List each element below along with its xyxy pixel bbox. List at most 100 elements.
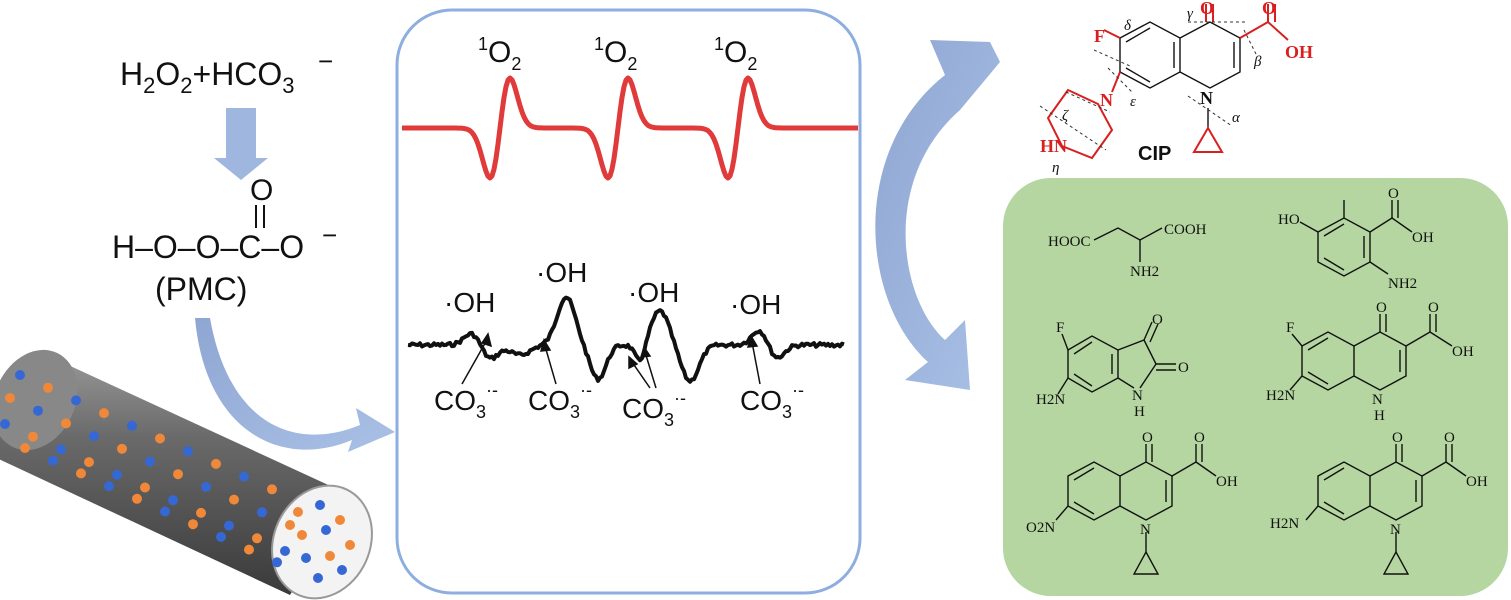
tube-dot: [71, 395, 81, 406]
tube-dot: [244, 544, 254, 555]
tube-end-dot: [337, 565, 347, 575]
svg-text:O: O: [1152, 312, 1163, 328]
piperazine-ring: [1046, 88, 1114, 160]
svg-text:O: O: [1194, 430, 1205, 446]
tube-dot: [196, 507, 206, 518]
tube-dot: [229, 494, 239, 505]
tube-dot: [168, 495, 178, 506]
svg-text:OH: OH: [1466, 474, 1488, 490]
svg-text:H2N: H2N: [1036, 392, 1065, 408]
tube-end-dot: [315, 500, 325, 510]
epr-panel-border: [395, 8, 862, 595]
hydroxyl-label-3: ·OH: [628, 277, 679, 308]
svg-text:O: O: [1376, 300, 1387, 316]
singlet-oxygen-label-3: 1O2: [714, 34, 757, 74]
tube-dot: [188, 519, 198, 530]
down-arrow: [214, 108, 268, 180]
tube-dot: [280, 546, 290, 556]
reaction-scheme: H2O2+HCO3 − O H–O–O–C–O − (PMC): [112, 46, 395, 452]
tube-dot: [132, 493, 142, 504]
singlet-oxygen-spectrum: [401, 75, 859, 181]
svg-text:NH2: NH2: [1388, 276, 1417, 292]
svg-text:H: H: [1374, 408, 1385, 424]
hydroxyl-label-4: ·OH: [730, 289, 781, 320]
svg-text:O: O: [1444, 430, 1455, 446]
cip-name: CIP: [1138, 143, 1171, 165]
product-hydroxyanthranilic-acid: HO O OH NH2: [1278, 186, 1434, 292]
product-fluoro-amino-quinolone: F O O OH H2N N H: [1266, 300, 1474, 424]
tube-dot: [267, 484, 277, 495]
tube-dot: [201, 481, 211, 492]
tube-dot: [76, 468, 86, 479]
hydroxyl-label-1: ·OH: [444, 287, 495, 318]
reactants-charge: −: [318, 46, 333, 76]
svg-text:γ: γ: [1187, 6, 1194, 22]
tube-dot: [140, 482, 150, 493]
hydroxyl-carbonate-spectrum: [407, 295, 845, 384]
svg-text:H: H: [1134, 404, 1145, 420]
tube-dot: [56, 444, 66, 455]
tube-dot: [84, 457, 94, 468]
tube-dot: [211, 458, 221, 469]
tube-dot: [160, 506, 170, 517]
tube-dot: [99, 408, 109, 419]
tube-end-dot: [345, 540, 355, 550]
svg-text:H2N: H2N: [1270, 516, 1299, 532]
svg-text:OH: OH: [1216, 474, 1238, 490]
cip-acid-o: O: [1262, 0, 1276, 18]
svg-text:F: F: [1056, 320, 1064, 336]
tube-end-dot: [325, 551, 335, 561]
tube-dot: [89, 431, 99, 442]
pmc-charge: −: [322, 220, 337, 250]
svg-text:OH: OH: [1452, 344, 1474, 360]
svg-text:ζ: ζ: [1062, 108, 1069, 124]
cip-fluorine: F: [1094, 26, 1105, 46]
svg-text:O: O: [1178, 360, 1189, 376]
cyclopropyl: [1192, 126, 1224, 153]
svg-text:N: N: [1390, 522, 1401, 538]
product-amino-fluoro-isatin: F O O H2N N H: [1036, 312, 1189, 420]
tube-dot: [48, 455, 58, 466]
cip-ketone-o: O: [1200, 0, 1214, 18]
tube-dot: [127, 420, 137, 431]
svg-text:N: N: [1140, 522, 1151, 538]
pmc-name: (PMC): [155, 271, 247, 307]
svg-text:α: α: [1232, 110, 1241, 126]
curved-arrow-to-products: [875, 40, 1000, 390]
product-nitro-quinolone: O O OH O2N N: [1026, 430, 1238, 575]
tube-dot: [112, 469, 122, 480]
tube-dot: [61, 418, 71, 429]
tube-dots: [0, 370, 355, 583]
svg-text:N: N: [1132, 388, 1143, 404]
cip-piperazine-n: N: [1100, 90, 1113, 110]
tube-dot: [117, 443, 127, 454]
tube-dot: [173, 469, 183, 480]
products-panel: HOOC COOH NH2 HO O OH NH2: [1003, 178, 1508, 596]
pmc-formula: H–O–O–C–O: [112, 229, 304, 265]
tube-dot: [15, 370, 25, 380]
tube-dot: [155, 433, 165, 444]
tube-dot: [285, 520, 295, 530]
tube-end-dot: [293, 507, 303, 517]
svg-text:O2N: O2N: [1026, 520, 1055, 536]
reactants-formula: H2O2+HCO3: [120, 56, 295, 98]
tube-end-dot: [335, 515, 345, 525]
cleavage-site-labels: α β γ δ ε ζ η: [1052, 6, 1262, 176]
svg-text:COOH: COOH: [1164, 222, 1207, 238]
svg-text:O: O: [1388, 186, 1399, 202]
epr-panel: 1O2 1O2 1O2 ·OH ·OH ·OH ·OH CO3·- CO3·- …: [395, 8, 862, 595]
tube-dot: [104, 481, 114, 492]
tube-dot: [239, 471, 249, 482]
svg-text:F: F: [1286, 320, 1294, 336]
cip-structure: O O OH F N N HN α β γ δ ε ζ η: [1039, 0, 1313, 176]
tube-dot: [216, 531, 226, 542]
tube-end-dot: [321, 525, 331, 535]
svg-text:N: N: [1372, 392, 1383, 408]
product-amino-quinolone: O O OH H2N N: [1270, 430, 1488, 575]
tube-dot: [272, 557, 282, 568]
svg-text:HOOC: HOOC: [1048, 234, 1091, 250]
hydroxyl-label-2: ·OH: [536, 257, 587, 288]
svg-text:NH2: NH2: [1130, 264, 1159, 280]
cip-n1: N: [1200, 88, 1213, 108]
